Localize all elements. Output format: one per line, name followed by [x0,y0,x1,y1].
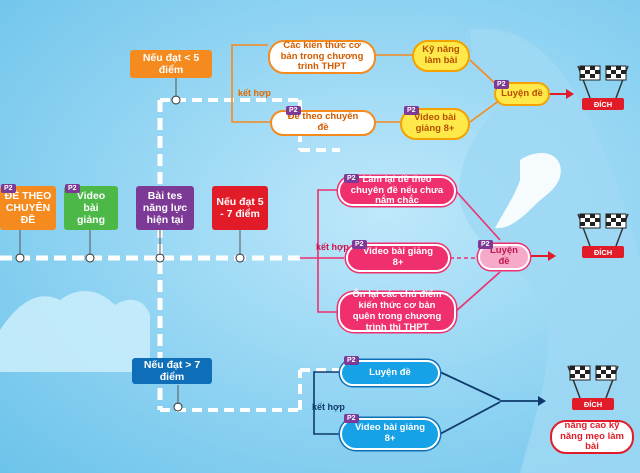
condition-mid-score[interactable]: Nếu đạt 5 - 7 điểm [212,186,268,230]
combine-label-high: kết hợp [312,402,345,412]
node-advanced-skills-label: nâng cao kỹ năng mẹo làm bài [560,419,624,453]
node-exam-skills-label: Kỹ năng làm bài [422,44,460,66]
tag-p2: P2 [404,106,419,115]
combine-label-mid: kết hợp [316,242,349,252]
tag-p2: P2 [344,414,359,423]
node-review-basics[interactable]: Ôn lại các chủ điểm kiến thức cơ bản quê… [338,289,456,333]
step-ability-test[interactable]: Bài tes năng lực hiện tại [136,186,194,230]
node-video-8plus-mid[interactable]: Video bài giảng 8+ [346,244,450,272]
node-video-8plus-high-label: Video bài giảng 8+ [354,422,426,444]
tag-p2: P2 [344,356,359,365]
finish-label: ĐÍCH [582,246,624,258]
tag-p2: P2 [65,184,80,193]
node-practice-high-label: Luyện đề [369,366,411,378]
node-review-basics-label: Ôn lại các chủ điểm kiến thức cơ bản quê… [352,289,442,333]
small-runner-silhouette [495,153,561,229]
finish-flag-mid: ĐÍCH [568,210,638,266]
step-video-lesson-label: Video bài giảng [76,189,106,227]
node-practice-low-label: Luyện đề [501,87,543,99]
step-ability-test-label: Bài tes năng lực hiện tại [142,189,188,227]
node-practice-mid-label: Luyện đề [490,245,518,267]
step-topic-exam[interactable]: ĐỀ THEO CHUYÊN ĐỀ [0,186,56,230]
combine-label-low: kết hợp [238,88,271,98]
checkered-flag-icon [577,213,629,247]
condition-low-score-label: Nếu đạt < 5 điểm [142,51,200,76]
condition-mid-score-label: Nếu đạt 5 - 7 điểm [216,195,264,220]
checkered-flag-icon [567,365,619,399]
checkered-flag-icon [577,65,629,99]
step-video-lesson[interactable]: Video bài giảng [64,186,118,230]
step-topic-exam-label: ĐỀ THEO CHUYÊN ĐỀ [4,189,52,227]
tag-p2: P2 [344,174,359,183]
tag-p2: P2 [494,80,509,89]
tag-p2: P2 [1,184,16,193]
finish-label: ĐÍCH [572,398,614,410]
condition-high-score-label: Nếu đạt > 7 điểm [143,358,201,383]
finish-flag-bottom: ĐÍCH [558,362,628,418]
node-basic-knowledge-label: Các kiến thức cơ bản trong chương trình … [280,39,364,73]
condition-low-score[interactable]: Nếu đạt < 5 điểm [130,50,212,78]
node-video-8plus-low-label: Video bài giảng 8+ [413,112,457,134]
node-video-8plus-high[interactable]: Video bài giảng 8+ [340,418,440,450]
node-exam-skills[interactable]: Kỹ năng làm bài [412,40,470,72]
node-redo-topic[interactable]: Làm lại đề theo chuyên đề nếu chưa nắm c… [338,173,456,207]
node-advanced-skills[interactable]: nâng cao kỹ năng mẹo làm bài [550,420,634,454]
node-video-8plus-mid-label: Video bài giảng 8+ [362,246,434,268]
tag-p2: P2 [286,106,301,115]
node-redo-topic-label: Làm lại đề theo chuyên đề nếu chưa nắm c… [350,173,444,207]
tag-p2: P2 [478,240,493,249]
node-basic-knowledge[interactable]: Các kiến thức cơ bản trong chương trình … [268,40,376,74]
finish-flag-top: ĐÍCH [568,62,638,118]
node-video-8plus-low[interactable]: Video bài giảng 8+ [400,108,470,140]
finish-label: ĐÍCH [582,98,624,110]
runners-group-left [0,290,150,372]
node-topic-exam-label: Đề theo chuyên đề [287,111,359,133]
condition-high-score[interactable]: Nếu đạt > 7 điểm [132,358,212,384]
runner-silhouette [459,28,640,473]
tag-p2: P2 [352,240,367,249]
